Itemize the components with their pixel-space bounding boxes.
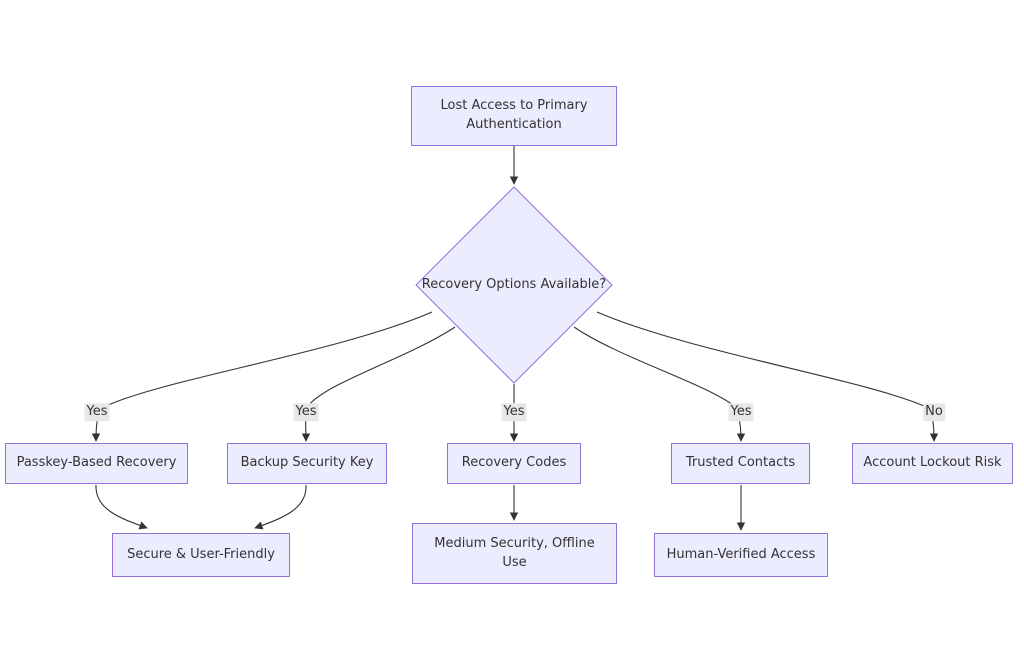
decision-diamond-shape	[415, 186, 613, 384]
edge-decision-to-lockout-risk	[596, 311, 939, 442]
node-recovery-codes: Recovery Codes	[447, 443, 581, 484]
node-start: Lost Access to Primary Authentication	[411, 86, 617, 146]
edge-label-yes-trusted-contacts: Yes	[728, 403, 754, 421]
edge-backup-key-to-secure-friendly	[254, 484, 307, 530]
node-human-verified: Human-Verified Access	[654, 533, 828, 577]
node-lockout-risk-label: Account Lockout Risk	[863, 455, 1002, 471]
edge-label-yes-passkey: Yes	[84, 403, 110, 421]
node-start-label: Lost Access to Primary Authentication	[440, 98, 588, 132]
node-human-verified-label: Human-Verified Access	[666, 546, 816, 562]
node-medium-offline: Medium Security, Offline Use	[412, 523, 617, 584]
edge-decision-to-trusted-contacts	[573, 326, 746, 442]
edge-decision-to-backup-key	[301, 326, 456, 442]
edge-passkey-to-secure-friendly	[95, 484, 148, 530]
node-medium-offline-label: Medium Security, Offline Use	[434, 535, 595, 570]
node-lockout-risk: Account Lockout Risk	[852, 443, 1013, 484]
node-recovery-codes-label: Recovery Codes	[461, 455, 567, 471]
node-trusted-contacts: Trusted Contacts	[671, 443, 810, 484]
node-passkey-label: Passkey-Based Recovery	[16, 455, 177, 471]
node-passkey: Passkey-Based Recovery	[5, 443, 188, 484]
node-decision-label: Recovery Options Available?	[421, 276, 607, 292]
node-backup-key: Backup Security Key	[227, 443, 387, 484]
edge-label-no-lockout-risk: No	[923, 403, 945, 421]
node-backup-key-label: Backup Security Key	[240, 455, 374, 471]
edge-decision-to-passkey	[91, 311, 433, 442]
node-secure-friendly-label: Secure & User-Friendly	[127, 546, 275, 562]
node-secure-friendly: Secure & User-Friendly	[112, 533, 290, 577]
edge-label-yes-recovery-codes: Yes	[501, 403, 527, 421]
edge-label-yes-backup-key: Yes	[293, 403, 319, 421]
node-trusted-contacts-label: Trusted Contacts	[685, 455, 796, 471]
